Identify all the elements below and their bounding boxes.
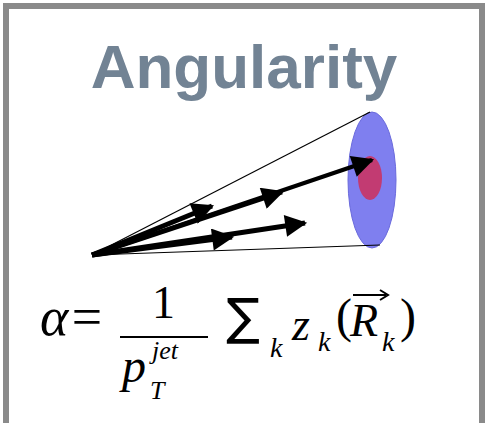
- vector-arrow: [380, 290, 388, 300]
- formula-symbol: k: [270, 334, 282, 362]
- formula-symbol: p: [122, 342, 146, 390]
- formula-symbol: z: [292, 302, 310, 348]
- particle-arrow: [92, 160, 372, 255]
- vector-arrow: [353, 294, 386, 296]
- formula-symbol: R: [350, 298, 378, 344]
- cone-edge: [92, 112, 370, 255]
- formula-symbol: jet: [152, 338, 178, 364]
- formula-symbol: (: [336, 292, 352, 340]
- title: Angularity: [91, 36, 398, 98]
- formula-symbol: ): [400, 292, 416, 340]
- formula-symbol: α=: [40, 290, 105, 344]
- jet-cone-end: [348, 112, 396, 248]
- formula-symbol: ∑: [226, 292, 260, 342]
- particle-arrow: [92, 237, 232, 255]
- formula-symbol: T: [150, 378, 164, 404]
- formula-symbol: k: [382, 328, 394, 356]
- formula-symbol: k: [318, 328, 330, 356]
- particle-arrow: [92, 223, 305, 255]
- formula-symbol: 1: [152, 280, 175, 326]
